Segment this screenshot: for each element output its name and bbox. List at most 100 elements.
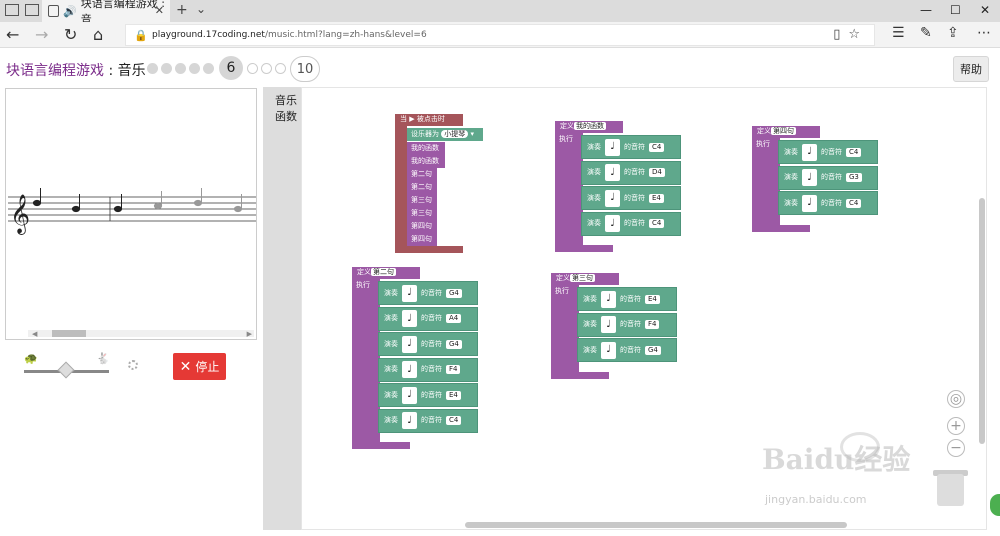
close-window-icon[interactable]: ✕	[980, 3, 991, 17]
last-level-indicator[interactable]: 10	[290, 56, 320, 82]
quarter-note-icon[interactable]: ♩	[802, 143, 817, 161]
more-menu-icon[interactable]: ⋯	[977, 25, 991, 41]
scroll-left-icon[interactable]: ◀	[32, 330, 38, 338]
trash-can-icon[interactable]	[937, 474, 964, 506]
set-instrument-block[interactable]: 设乐器为 小提琴 ▾	[407, 128, 483, 141]
function-name-field[interactable]: 第三句	[570, 274, 595, 282]
zoom-out-icon[interactable]: −	[947, 439, 965, 457]
pitch-field[interactable]: C4	[649, 142, 665, 152]
notes-pen-icon[interactable]: ✎	[920, 25, 932, 41]
score-scrollbar[interactable]	[28, 330, 254, 337]
quarter-note-icon[interactable]: ♩	[601, 316, 616, 333]
toolbox-category-music[interactable]: 音乐	[275, 94, 297, 107]
level-1-dot[interactable]	[147, 63, 158, 74]
pitch-field[interactable]: F4	[446, 365, 461, 374]
pitch-field[interactable]: C4	[649, 219, 665, 228]
back-icon[interactable]: ←	[6, 25, 20, 44]
zoom-in-icon[interactable]: +	[947, 417, 965, 435]
pitch-field[interactable]: E4	[446, 390, 461, 400]
tab-preview-chevron-icon[interactable]: ⌄	[196, 2, 207, 16]
call-block[interactable]: 第二句	[407, 181, 437, 194]
function-name-field[interactable]: 第二句	[371, 268, 396, 276]
help-button[interactable]: 帮助	[953, 56, 989, 82]
level-2-dot[interactable]	[161, 63, 172, 74]
quarter-note-icon[interactable]: ♩	[802, 169, 817, 186]
pitch-field[interactable]: E4	[649, 193, 664, 203]
quarter-note-icon[interactable]: ♩	[402, 310, 417, 327]
favorite-star-icon[interactable]: ☆	[848, 27, 868, 42]
call-block[interactable]: 我的函数	[407, 155, 445, 168]
quarter-note-icon[interactable]: ♩	[402, 361, 417, 378]
forward-icon[interactable]: →	[35, 25, 49, 44]
quarter-note-icon[interactable]: ♩	[402, 412, 417, 429]
current-level-indicator[interactable]: 6	[219, 56, 243, 80]
call-block[interactable]: 第四句	[407, 220, 437, 233]
pitch-field[interactable]: C4	[846, 198, 862, 208]
maximize-icon[interactable]: ☐	[950, 3, 961, 17]
stop-button[interactable]: ✕ 停止	[173, 353, 226, 380]
pitch-field[interactable]: G4	[446, 288, 462, 298]
quarter-note-icon[interactable]: ♩	[605, 138, 620, 156]
call-block[interactable]: 第二句	[407, 168, 437, 181]
tab-actions-icon[interactable]	[5, 4, 19, 16]
workspace-vertical-scrollbar[interactable]	[979, 198, 985, 444]
pitch-field[interactable]: G4	[446, 339, 462, 349]
function-name-field[interactable]: 第四句	[771, 127, 796, 135]
pitch-field[interactable]: C4	[446, 416, 462, 425]
level-8-dot[interactable]	[261, 63, 272, 74]
tab-close-icon[interactable]: ✕	[154, 4, 164, 17]
minimize-icon[interactable]: —	[920, 3, 932, 17]
pitch-field[interactable]: E4	[645, 294, 660, 304]
quarter-note-icon[interactable]: ♩	[402, 335, 417, 353]
call-block[interactable]: 第三句	[407, 207, 437, 220]
level-3-dot[interactable]	[175, 63, 186, 74]
scroll-right-icon[interactable]: ▶	[246, 330, 252, 338]
call-block[interactable]: 我的函数	[407, 142, 445, 155]
quarter-note-icon[interactable]: ♩	[605, 189, 620, 207]
level-4-dot[interactable]	[189, 63, 200, 74]
pitch-field[interactable]: C4	[846, 147, 862, 157]
workspace-horizontal-scrollbar[interactable]	[465, 522, 847, 528]
quarter-note-icon[interactable]: ♩	[605, 215, 620, 232]
recenter-icon[interactable]: ◎	[947, 390, 965, 408]
quarter-note-icon[interactable]: ♩	[402, 386, 417, 404]
instrument-dropdown[interactable]: 小提琴	[441, 130, 469, 138]
level-9-dot[interactable]	[275, 63, 286, 74]
favorites-hub-icon[interactable]: ☰	[892, 25, 905, 41]
pitch-field[interactable]: D4	[649, 168, 665, 177]
quarter-note-icon[interactable]: ♩	[402, 284, 417, 302]
toolbox-category-functions[interactable]: 函数	[275, 110, 297, 123]
refresh-icon[interactable]: ↻	[64, 25, 78, 44]
browser-tab[interactable]: 🔊 块语言编程游戏 : 音 ✕	[42, 0, 170, 26]
pitch-field[interactable]: F4	[645, 320, 660, 329]
quarter-note-icon[interactable]: ♩	[601, 341, 616, 359]
set-aside-tabs-icon[interactable]	[25, 4, 39, 16]
pitch-field[interactable]: G4	[645, 345, 661, 355]
quarter-note-icon[interactable]: ♩	[605, 164, 620, 181]
quarter-note-icon[interactable]: ♩	[601, 290, 616, 308]
level-5-dot[interactable]	[203, 63, 214, 74]
new-tab-icon[interactable]: +	[176, 2, 188, 18]
score-scroll-thumb[interactable]	[52, 330, 86, 337]
speed-slider-thumb[interactable]	[57, 361, 75, 379]
level-7-dot[interactable]	[247, 63, 258, 74]
pitch-field[interactable]: G3	[846, 173, 862, 182]
pitch-field[interactable]: A4	[446, 314, 462, 323]
call-block[interactable]: 第三句	[407, 194, 437, 207]
home-icon[interactable]: ⌂	[93, 25, 104, 44]
